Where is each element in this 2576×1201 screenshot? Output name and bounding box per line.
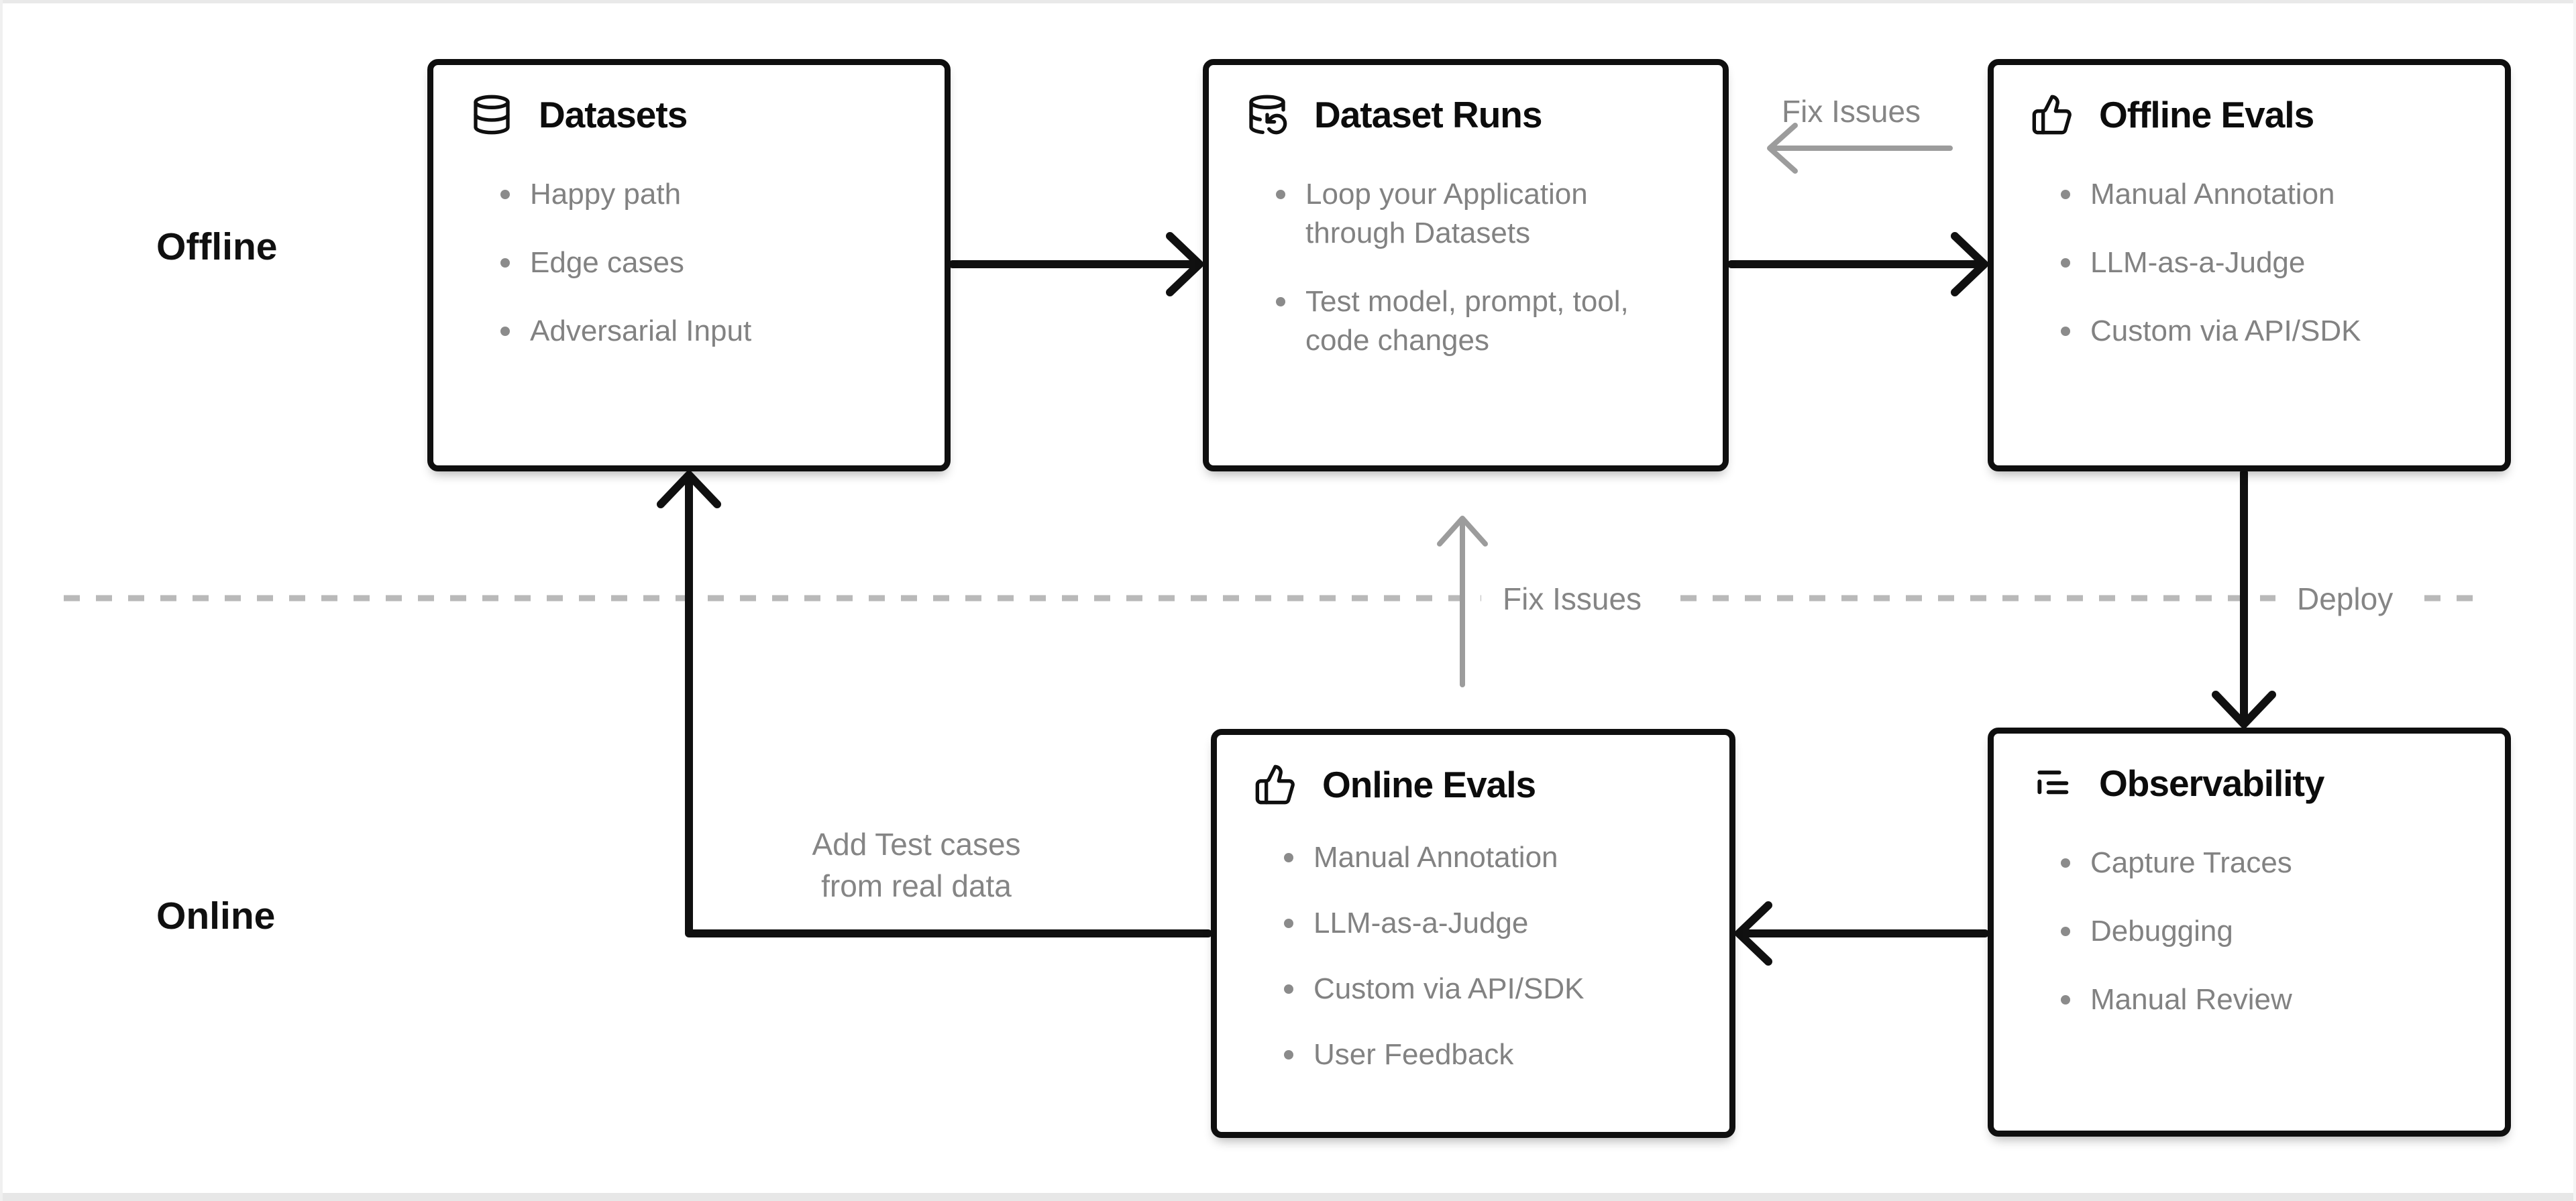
deploy-label: Deploy <box>2297 581 2394 616</box>
list-item-text: Manual Annotation <box>1313 841 1558 874</box>
node-title: Offline Evals <box>2099 94 2314 135</box>
list-item: Loop your Application through Datasets <box>1276 175 1695 253</box>
bullet-dot <box>500 327 510 336</box>
arrow-fix-issues-online-evals-to-dataset-runs <box>1437 516 1488 687</box>
list-item: LLM-as-a-Judge <box>1284 904 1701 943</box>
list-item: Manual Annotation <box>1284 838 1701 877</box>
add-test-cases-line1: Add Test cases <box>812 827 1021 862</box>
node-offline-evals-header: Offline Evals <box>2031 93 2505 136</box>
arrow-offline-evals-to-observability-deploy <box>2212 469 2276 728</box>
list-item: LLM-as-a-Judge <box>2061 243 2477 282</box>
list-item-text: Manual Annotation <box>2090 178 2335 211</box>
list-item: Test model, prompt, tool, code changes <box>1276 282 1695 360</box>
thumbs-up-icon <box>2031 93 2074 136</box>
list-item: Manual Annotation <box>2061 175 2477 214</box>
list-item: Manual Review <box>2061 980 2477 1019</box>
online-section-label: Online <box>156 895 276 937</box>
bullet-dot <box>1284 984 1293 994</box>
node-title: Observability <box>2099 762 2324 804</box>
node-dataset-runs: Dataset Runs Loop your Application throu… <box>1203 59 1729 471</box>
thumbs-up-icon <box>1254 763 1297 806</box>
list-item-text: User Feedback <box>1313 1038 1514 1071</box>
node-observability-header: Observability <box>2031 762 2505 805</box>
list-item: Custom via API/SDK <box>1284 970 1701 1009</box>
bullet-dot <box>2061 327 2070 336</box>
bullet-dot <box>1284 919 1293 928</box>
add-test-cases-line2: from real data <box>821 868 1012 903</box>
list-item-text: Capture Traces <box>2090 846 2292 879</box>
bullet-dot <box>500 258 510 268</box>
list-item: User Feedback <box>1284 1035 1701 1074</box>
list-item-text: Test model, prompt, tool, code changes <box>1305 285 1629 357</box>
bullet-dot <box>2061 258 2070 268</box>
bullet-dot <box>2061 190 2070 199</box>
bullet-dot <box>1284 853 1293 862</box>
node-observability-items: Capture Traces Debugging Manual Review <box>1994 844 2505 1019</box>
arrow-fix-issues-offline-evals-to-dataset-runs <box>1767 123 1953 174</box>
node-dataset-runs-items: Loop your Application through Datasets T… <box>1209 175 1723 360</box>
fix-issues-top-label: Fix Issues <box>1782 94 1921 129</box>
list-item-text: Manual Review <box>2090 983 2292 1016</box>
arrow-online-evals-to-datasets <box>657 471 1212 937</box>
fix-issues-middle-label: Fix Issues <box>1503 581 1642 616</box>
list-item-text: Custom via API/SDK <box>2090 314 2361 347</box>
node-observability: Observability Capture Traces Debugging M… <box>1988 728 2511 1137</box>
bullet-dot <box>2061 927 2070 936</box>
list-item: Capture Traces <box>2061 844 2477 882</box>
bullet-dot <box>500 190 510 199</box>
database-icon <box>470 93 513 136</box>
arrow-dataset-runs-to-offline-evals <box>1727 232 1988 296</box>
list-item-text: LLM-as-a-Judge <box>2090 246 2306 279</box>
node-title: Datasets <box>539 94 688 135</box>
node-datasets-header: Datasets <box>470 93 945 136</box>
bullet-dot <box>1276 190 1285 199</box>
list-item-text: Debugging <box>2090 915 2233 948</box>
list-item-text: Happy path <box>530 178 682 211</box>
bullet-dot <box>1276 297 1285 306</box>
arrow-observability-to-online-evals <box>1735 901 1989 966</box>
node-datasets-items: Happy path Edge cases Adversarial Input <box>433 175 945 351</box>
page-frame-bottom <box>0 1193 2576 1201</box>
node-offline-evals-items: Manual Annotation LLM-as-a-Judge Custom … <box>1994 175 2505 351</box>
node-datasets: Datasets Happy path Edge cases Adversari… <box>427 59 951 471</box>
node-title: Dataset Runs <box>1314 94 1542 135</box>
page-frame-right <box>2573 0 2576 1201</box>
list-item-text: Loop your Application through Datasets <box>1305 178 1588 249</box>
bullet-dot <box>2061 858 2070 868</box>
node-online-evals-items: Manual Annotation LLM-as-a-Judge Custom … <box>1217 838 1729 1074</box>
bullet-dot <box>1284 1050 1293 1060</box>
page-frame-top <box>0 0 2576 3</box>
list-item: Custom via API/SDK <box>2061 312 2477 351</box>
node-offline-evals: Offline Evals Manual Annotation LLM-as-a… <box>1988 59 2511 471</box>
list-item-text: Custom via API/SDK <box>1313 972 1585 1005</box>
node-online-evals-header: Online Evals <box>1254 763 1729 806</box>
list-item: Edge cases <box>500 243 916 282</box>
offline-section-label: Offline <box>156 225 278 268</box>
list-item: Adversarial Input <box>500 312 916 351</box>
node-dataset-runs-header: Dataset Runs <box>1246 93 1723 136</box>
database-loop-icon <box>1246 93 1289 136</box>
list-item-text: Adversarial Input <box>530 314 752 347</box>
arrow-datasets-to-dataset-runs <box>949 232 1203 296</box>
node-title: Online Evals <box>1322 764 1536 805</box>
add-test-cases-label: Add Test cases from real data <box>769 823 1064 907</box>
list-item-text: Edge cases <box>530 246 684 279</box>
list-tree-icon <box>2031 762 2074 805</box>
list-item-text: LLM-as-a-Judge <box>1313 907 1529 939</box>
list-item: Happy path <box>500 175 916 214</box>
node-online-evals: Online Evals Manual Annotation LLM-as-a-… <box>1211 729 1735 1138</box>
bullet-dot <box>2061 995 2070 1005</box>
page-frame-left <box>0 0 3 1201</box>
list-item: Debugging <box>2061 912 2477 951</box>
